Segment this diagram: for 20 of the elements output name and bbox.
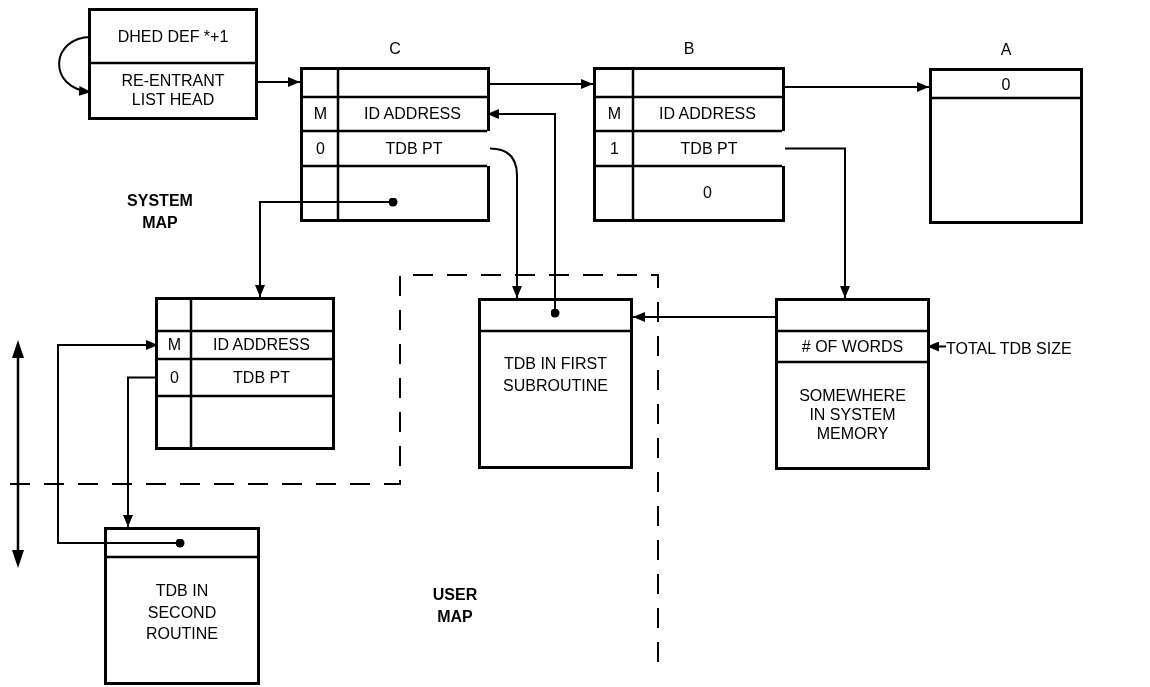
pointer-arrow [489,147,522,299]
table-heading: C [388,40,402,58]
pointer-arrow [57,340,185,548]
memory-block [104,527,260,685]
region-label: SYSTEM MAP [126,191,194,234]
record-box [88,8,258,120]
record-box [155,297,335,450]
pointer-arrow [489,79,594,89]
table-heading: B [682,40,696,58]
table-heading: A [999,41,1013,59]
pointer-arrow [784,147,850,299]
block-text: TDB IN FIRST SUBROUTINE [503,354,608,396]
pointer-arrow [632,312,776,322]
pointer-arrow [255,197,398,298]
block-text: TDB IN SECOND ROUTINE [145,581,219,645]
memory-block [478,298,633,469]
record-box [775,298,930,470]
region-label: USER MAP [431,585,479,628]
note-text: TOTAL TDB SIZE [946,337,1146,361]
pointer-arrow [784,82,930,92]
